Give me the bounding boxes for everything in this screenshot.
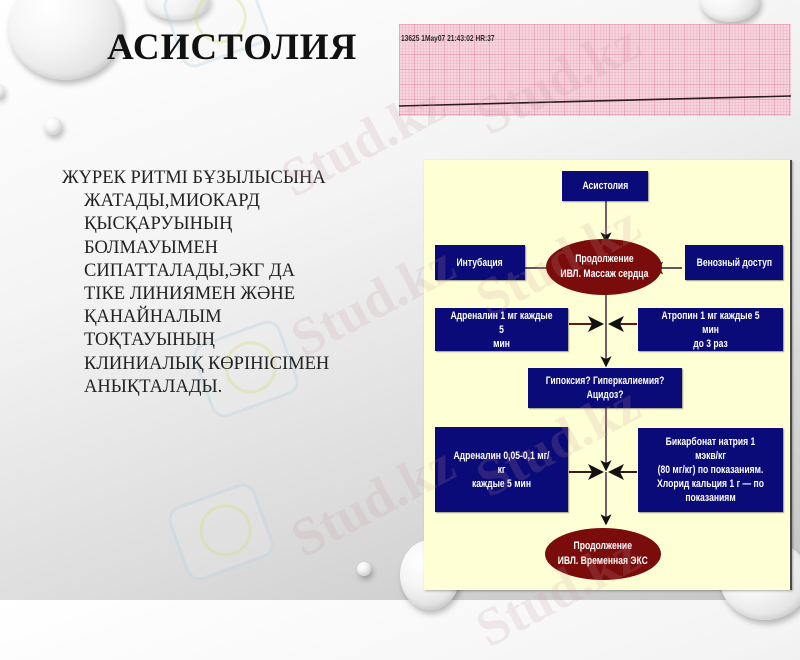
body-line: СИПАТТАЛАДЫ,ЭКГ ДА	[84, 260, 295, 281]
node-bicarbonate-calcium: Бикарбонат натрия 1 мэкв/кг (80 мг/кг) п…	[638, 428, 783, 512]
node-asystole: Асистолия	[562, 171, 648, 201]
node-adrenaline-1mg: Адреналин 1 мг каждые 5 мин	[435, 308, 568, 351]
node-continue-pacing: Продолжение ИВЛ. Временная ЭКС	[545, 528, 661, 580]
water-drop-decoration	[44, 117, 62, 135]
ecg-header-label: 13625 1May07 21:43:02 HR:37	[401, 33, 495, 43]
ecg-strip-image: 13625 1May07 21:43:02 HR:37	[399, 24, 791, 116]
body-line: БОЛМАУЫМЕН	[84, 237, 219, 258]
node-adrenaline-weight: Адреналин 0,05-0,1 мг/кг каждые 5 мин	[435, 427, 568, 512]
slide-title: АСИСТОЛИЯ	[107, 27, 358, 68]
body-line: АНЫҚТАЛАДЫ.	[84, 376, 223, 397]
body-line: ЖАТАДЫ,МИОКАРД	[84, 191, 260, 212]
water-drop-decoration	[357, 562, 371, 576]
ecg-flatline-trace	[399, 95, 791, 107]
water-drop-decoration	[700, 0, 760, 22]
body-line: ЖҮРЕК РИТМІ БҰЗЫЛЫСЫНА	[62, 168, 326, 188]
node-atropine: Атропин 1 мг каждые 5 мин до 3 раз	[638, 308, 783, 351]
water-drop-decoration	[0, 84, 4, 98]
node-continue-cpr: Продолжение ИВЛ. Массаж сердца	[546, 239, 662, 295]
node-causes-check: Гипоксия? Гиперкалиемия? Ацидоз?	[528, 368, 682, 408]
body-line: ҚАНАЙНАЛЫМ	[84, 307, 222, 328]
asystole-flowchart: Асистолия Интубация Продолжение ИВЛ. Мас…	[424, 160, 792, 590]
body-line: ҚЫСҚАРУЫНЫҢ	[84, 214, 233, 235]
body-line: ТОҚТАУЫНЫҢ	[84, 330, 215, 351]
node-venous-access: Венозный доступ	[685, 245, 783, 280]
body-line: ТІКЕ ЛИНИЯМЕН ЖӘНЕ	[84, 284, 296, 305]
water-drop-decoration	[8, 0, 123, 80]
slide-body-text: ЖҮРЕК РИТМІ БҰЗЫЛЫСЫНА ЖАТАДЫ,МИОКАРД ҚЫ…	[62, 167, 382, 399]
node-intubation: Интубация	[435, 245, 525, 280]
body-line: КЛИНИАЛЫҚ КӨРІНІСІМЕН	[84, 353, 330, 374]
hummingbird-logo-watermark	[164, 479, 278, 585]
